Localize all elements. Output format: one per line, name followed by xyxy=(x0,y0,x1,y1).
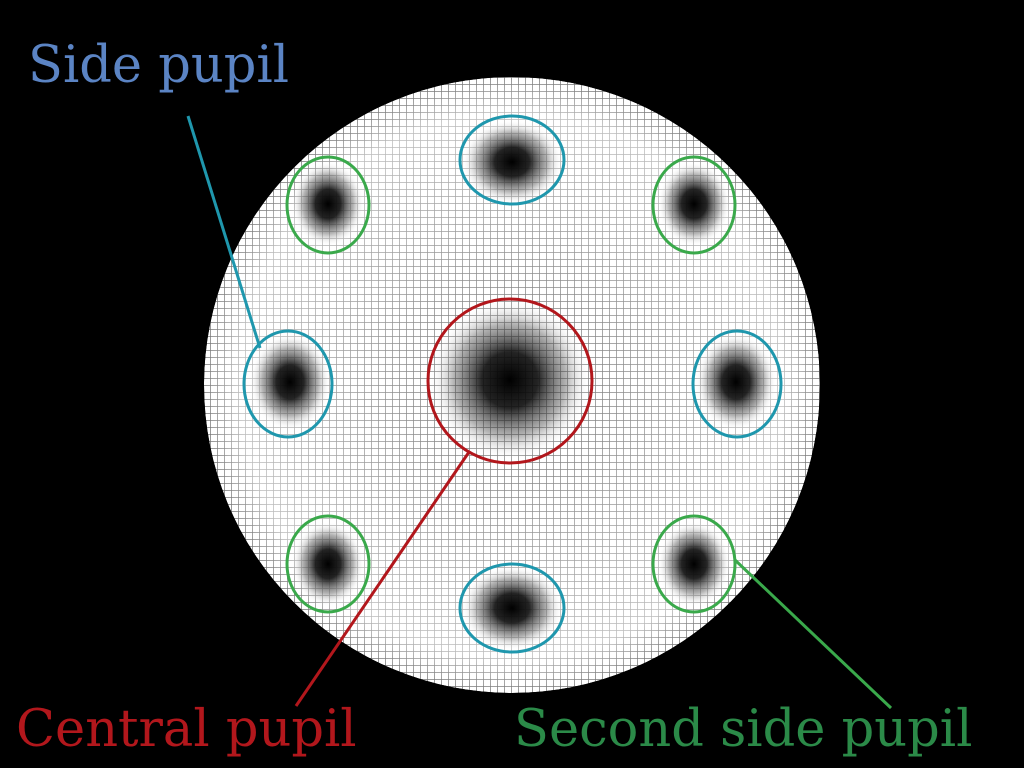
second-side-pupil-ring-br xyxy=(651,514,737,614)
second-side-pupil-core-bl xyxy=(292,522,364,606)
second-side-pupil-core-tr xyxy=(658,162,730,246)
side-pupil-rings xyxy=(242,114,783,654)
side-pupil-leader-line xyxy=(186,115,262,349)
second-side-pupil-leader-line xyxy=(733,558,893,710)
side-pupil-core-top xyxy=(462,120,562,204)
side-pupil-ring-top xyxy=(458,114,566,206)
side-pupil-core-bottom xyxy=(462,566,562,650)
side-pupil-ring-bottom xyxy=(458,562,566,654)
second-side-pupil-ring-tl xyxy=(285,155,371,255)
side-pupil-core-right xyxy=(696,334,776,430)
central-pupil-ring xyxy=(426,297,594,465)
central-pupil-leader-line xyxy=(294,451,471,707)
second-side-pupil-ring-bl xyxy=(285,514,371,614)
second-side-pupil-ring-tr xyxy=(651,155,737,255)
pupil-mesh-disc xyxy=(204,77,820,693)
central-pupil-core xyxy=(430,300,590,460)
side-pupil-ring-right xyxy=(691,329,783,439)
second-side-pupil-core-tl xyxy=(292,162,364,246)
central-pupil-label: Central pupil xyxy=(16,700,357,759)
second-side-pupil-core-br xyxy=(658,522,730,606)
second-side-pupil-rings xyxy=(285,155,737,614)
second-side-pupil-label: Second side pupil xyxy=(514,700,973,759)
side-pupil-core-left xyxy=(250,334,330,430)
side-pupil-label: Side pupil xyxy=(28,36,290,95)
side-pupil-ring-left xyxy=(242,329,334,439)
